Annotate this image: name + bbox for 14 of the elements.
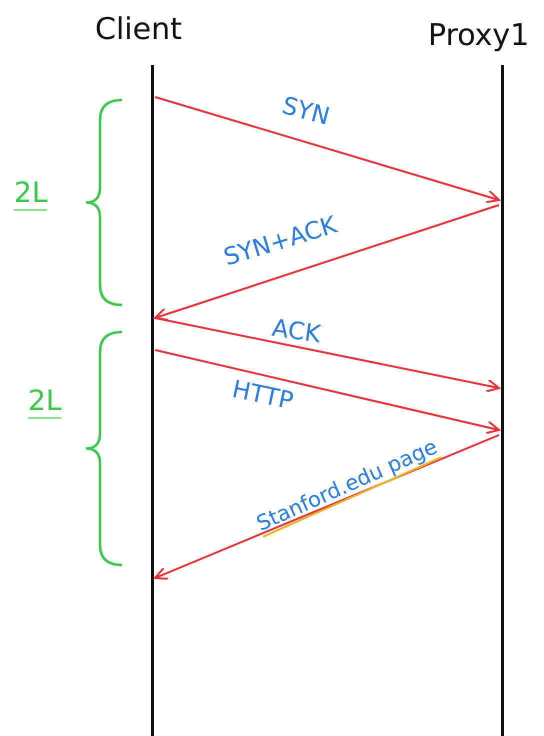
lifeline-heading: Proxy1 (428, 18, 530, 53)
lifeline-heading: Client (95, 12, 182, 47)
interval-label: 2L (14, 178, 48, 211)
edge-label: HTTP (230, 376, 296, 414)
arrow (154, 434, 500, 580)
edge-label: SYN (279, 92, 332, 130)
arrow (154, 317, 500, 392)
interval-label: 2L (28, 386, 62, 419)
arrow (154, 204, 500, 321)
lifeline (500, 65, 504, 736)
arrow (154, 96, 500, 204)
lifeline (150, 65, 154, 736)
arrow (154, 349, 500, 434)
edge-label: ACK (270, 314, 322, 348)
